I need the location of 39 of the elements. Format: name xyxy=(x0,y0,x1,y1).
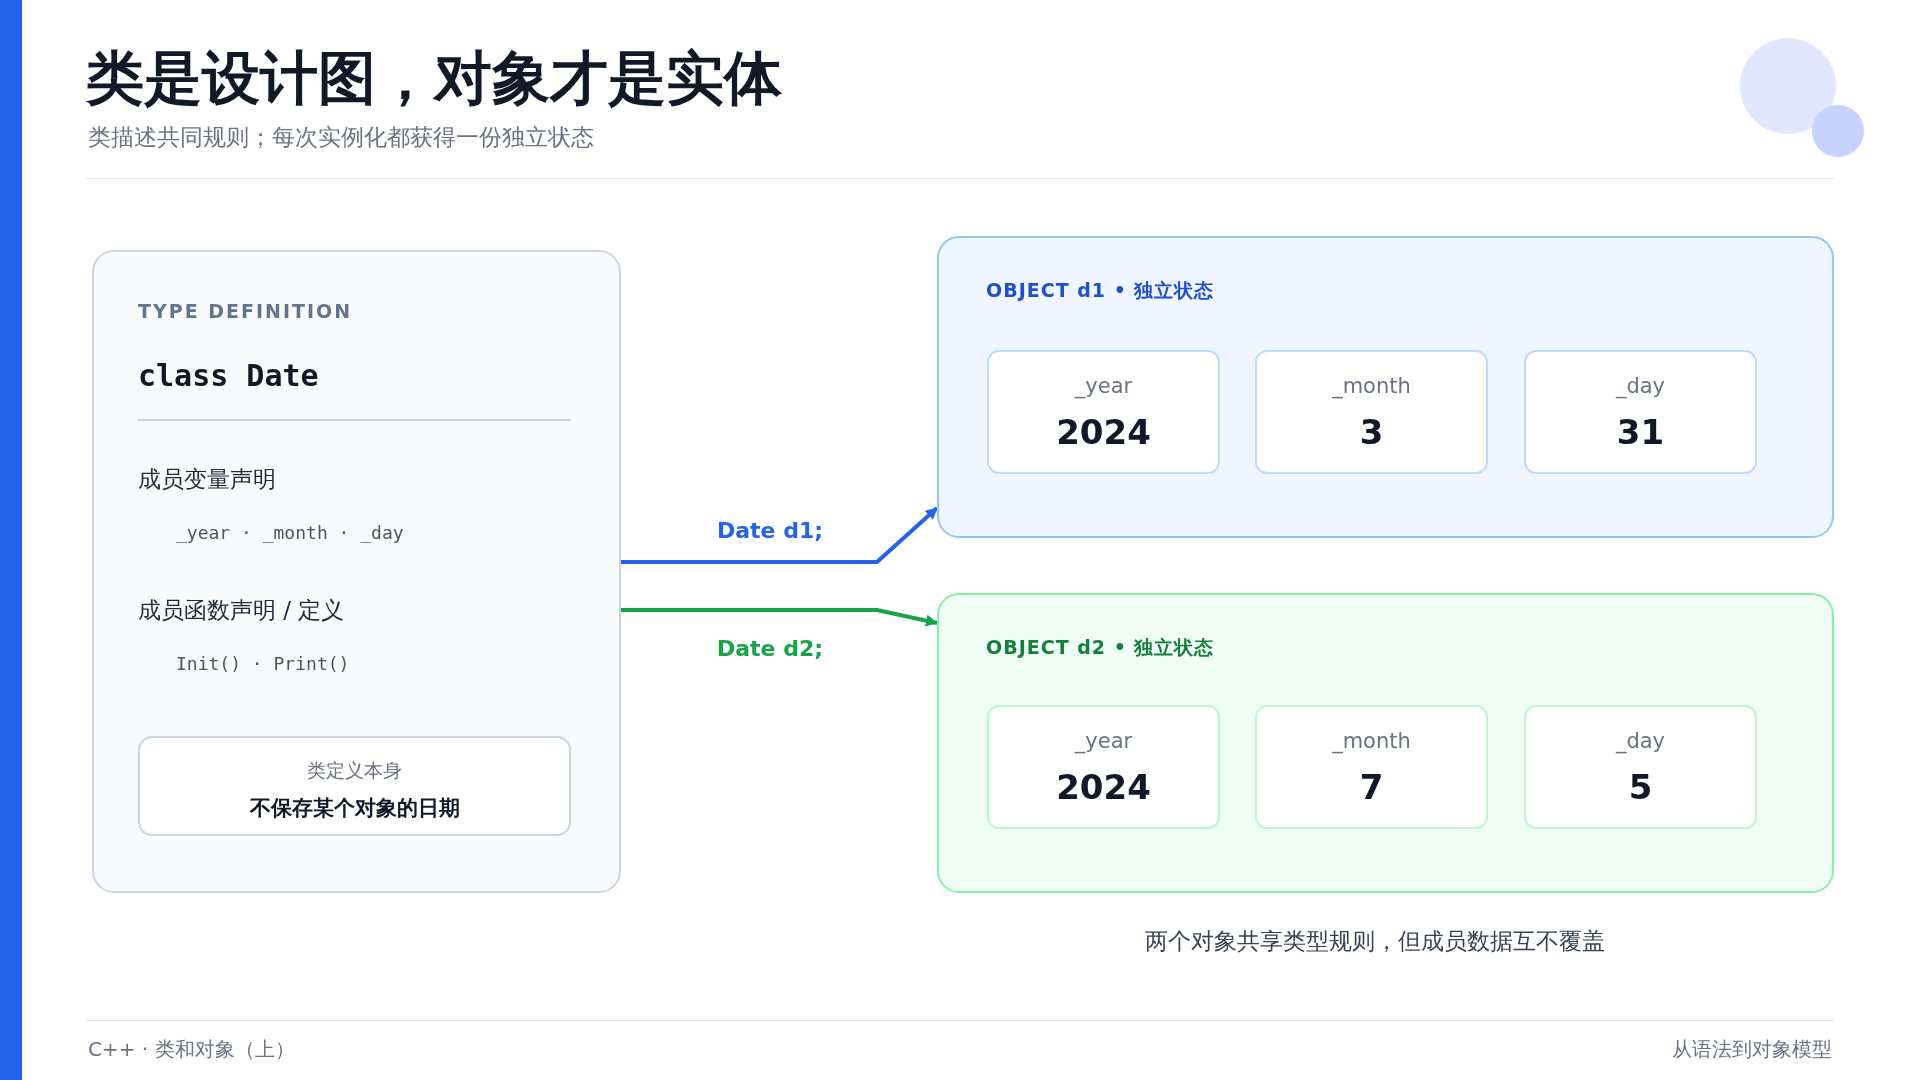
panel-heading: OBJECT d2 • 独立状态 xyxy=(986,635,1215,660)
field-card xyxy=(1524,350,1757,474)
section-label: TYPE DEFINITION xyxy=(138,300,353,322)
note-text: 不保存某个对象的日期 xyxy=(248,795,461,822)
field-name: _day xyxy=(1614,374,1667,398)
class-name: class Date xyxy=(138,358,319,393)
note-caption: 类定义本身 xyxy=(306,758,403,783)
field-name: _year xyxy=(1073,374,1134,398)
field-value: 5 xyxy=(1627,767,1654,807)
field-value: 7 xyxy=(1358,767,1385,807)
section-heading: 成员变量声明 xyxy=(138,465,276,494)
field-card xyxy=(987,350,1220,474)
arrow xyxy=(621,608,938,627)
field-value: 2024 xyxy=(1055,767,1152,807)
section-heading: 成员函数声明 / 定义 xyxy=(138,596,345,625)
class-card xyxy=(92,250,621,893)
member-list: Init() · Print() xyxy=(176,653,350,674)
field-card xyxy=(1255,705,1488,829)
field-name: _month xyxy=(1331,729,1412,753)
note-box xyxy=(138,736,571,836)
caption-text: 两个对象共享类型规则，但成员数据互不覆盖 xyxy=(1145,927,1605,956)
object-panel xyxy=(937,593,1834,893)
object-panel xyxy=(937,236,1834,538)
field-name: _year xyxy=(1073,729,1134,753)
field-value: 2024 xyxy=(1055,412,1152,452)
footer-text: C++ · 类和对象（上） xyxy=(88,1036,295,1063)
arrow xyxy=(621,506,939,564)
field-name: _day xyxy=(1614,729,1667,753)
footer-text: 从语法到对象模型 xyxy=(1672,1036,1832,1063)
field-card xyxy=(987,705,1220,829)
field-value: 31 xyxy=(1615,412,1666,452)
field-value: 3 xyxy=(1358,412,1385,452)
field-card xyxy=(1255,350,1488,474)
field-name: _month xyxy=(1331,374,1412,398)
member-list: _year · _month · _day xyxy=(176,522,404,543)
subtitle: 类描述共同规则；每次实例化都获得一份独立状态 xyxy=(88,123,594,152)
panel-heading: OBJECT d1 • 独立状态 xyxy=(986,278,1215,303)
field-card xyxy=(1524,705,1757,829)
title: 类是设计图，对象才是实体 xyxy=(86,43,782,114)
